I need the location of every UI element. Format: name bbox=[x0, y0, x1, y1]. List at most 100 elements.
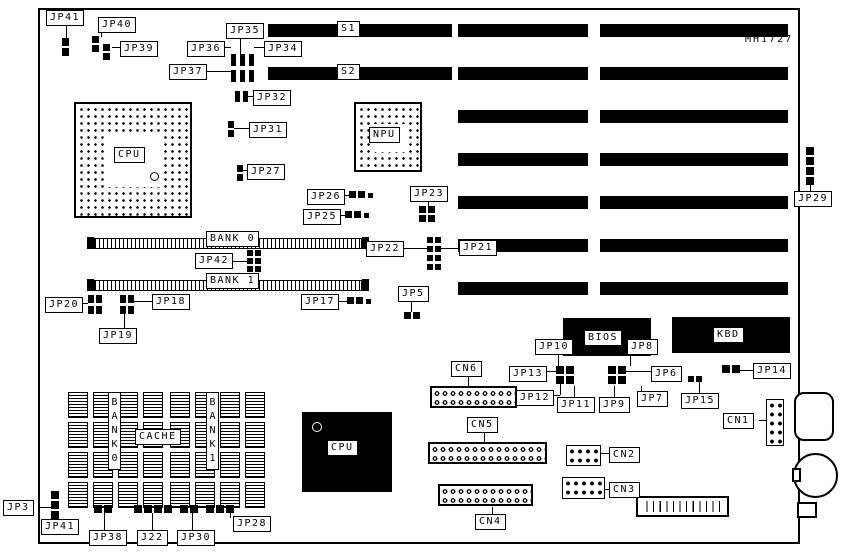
label-jp34: JP34 bbox=[264, 41, 303, 57]
label-jp18: JP18 bbox=[152, 294, 191, 310]
cache-chip bbox=[170, 392, 190, 418]
leader-line bbox=[641, 386, 642, 391]
jumper-pin-block bbox=[435, 264, 441, 270]
leader-line bbox=[38, 507, 51, 508]
cpu-pin1-marker-icon bbox=[150, 172, 159, 181]
jumper-pin-block bbox=[368, 193, 373, 198]
leader-line bbox=[740, 370, 753, 371]
label-jp31: JP31 bbox=[249, 122, 288, 138]
board-outline bbox=[38, 8, 800, 544]
label-jp39: JP39 bbox=[120, 41, 159, 57]
jumper-pin-block bbox=[231, 70, 236, 82]
jumper-pin-block bbox=[428, 215, 435, 222]
leader-line bbox=[101, 32, 102, 37]
leader-line bbox=[492, 507, 493, 514]
jumper-pin-block bbox=[120, 295, 126, 303]
label-jp41-top: JP41 bbox=[46, 10, 85, 26]
cache-chip bbox=[245, 422, 265, 448]
label-jp20: JP20 bbox=[45, 297, 84, 313]
jumper-pin-block bbox=[349, 191, 356, 198]
leader-line bbox=[254, 47, 264, 48]
jumper-pin-block bbox=[128, 306, 134, 314]
din-key-notch bbox=[792, 468, 801, 482]
label-jp15: JP15 bbox=[681, 393, 720, 409]
leader-line bbox=[124, 314, 125, 328]
label-cn6: CN6 bbox=[451, 361, 482, 377]
jumper-pin-block bbox=[249, 54, 254, 66]
cache-chip bbox=[245, 392, 265, 418]
jumper-pin-block bbox=[120, 306, 126, 314]
jumper-pin-block bbox=[354, 211, 361, 218]
jumper-pin-block bbox=[419, 206, 426, 213]
isa-slot-segment bbox=[458, 67, 588, 80]
leader-line bbox=[441, 248, 459, 249]
jumper-pin-block bbox=[62, 48, 69, 56]
jumper-pin-block bbox=[228, 130, 234, 137]
leader-line bbox=[558, 355, 559, 366]
jumper-pin-block bbox=[249, 70, 254, 82]
jumper-pin-block bbox=[226, 505, 234, 513]
label-cn1: CN1 bbox=[723, 413, 754, 429]
jumper-pin-block bbox=[688, 376, 694, 382]
leader-line bbox=[337, 301, 347, 302]
jumper-pin-block bbox=[94, 505, 102, 513]
jumper-pin-block bbox=[87, 237, 94, 249]
label-bank1-simm: BANK 1 bbox=[206, 273, 260, 289]
label-jp22: JP22 bbox=[366, 241, 405, 257]
label-jp29: JP29 bbox=[794, 191, 833, 207]
label-cpu-socket: CPU bbox=[114, 147, 145, 163]
label-jp9: JP9 bbox=[599, 397, 630, 413]
label-jp40: JP40 bbox=[98, 17, 137, 33]
leader-line bbox=[112, 47, 120, 48]
label-jp6: JP6 bbox=[651, 366, 682, 382]
isa-slot-segment bbox=[600, 196, 788, 209]
cpu-socket bbox=[74, 102, 192, 218]
label-cache-bank0: BANK0 bbox=[108, 392, 121, 470]
leader-line bbox=[104, 513, 105, 530]
leader-line bbox=[205, 71, 231, 72]
jumper-pin-block bbox=[362, 279, 369, 291]
isa-slot-segment bbox=[458, 110, 588, 123]
cache-chip bbox=[220, 392, 240, 418]
jumper-pin-block bbox=[427, 255, 433, 261]
cache-chip bbox=[68, 452, 88, 478]
jumper-pin-block bbox=[128, 295, 134, 303]
leader-line bbox=[630, 355, 631, 366]
label-jp10: JP10 bbox=[535, 339, 574, 355]
label-slot-s1: S1 bbox=[337, 21, 361, 37]
jumper-pin-block bbox=[247, 266, 253, 272]
jumper-pin-block bbox=[92, 45, 99, 52]
leader-line bbox=[230, 513, 231, 518]
leader-line bbox=[428, 202, 429, 206]
cache-chip bbox=[143, 392, 163, 418]
label-npu-socket: NPU bbox=[369, 127, 400, 143]
jumper-pin-block bbox=[62, 38, 69, 46]
jumper-pin-block bbox=[806, 167, 814, 175]
leader-line bbox=[468, 377, 469, 386]
jumper-pin-block bbox=[428, 206, 435, 213]
cache-chip bbox=[118, 452, 138, 478]
jumper-pin-block bbox=[427, 246, 433, 252]
jumper-pin-block bbox=[255, 250, 261, 256]
jumper-pin-block bbox=[556, 376, 564, 384]
speaker-outline bbox=[794, 392, 834, 441]
jumper-pin-block bbox=[435, 246, 441, 252]
label-jp7: JP7 bbox=[637, 391, 668, 407]
jumper-pin-block bbox=[154, 505, 162, 513]
cache-chip bbox=[220, 482, 240, 508]
label-kbd-chip: KBD bbox=[713, 327, 744, 343]
jumper-pin-block bbox=[419, 215, 426, 222]
isa-slot-segment bbox=[600, 67, 788, 80]
label-jp37: JP37 bbox=[169, 64, 208, 80]
leader-line bbox=[560, 384, 561, 395]
leader-line bbox=[626, 371, 651, 372]
leader-line bbox=[699, 382, 700, 393]
leader-line bbox=[759, 420, 766, 421]
jumper-pin-block bbox=[255, 266, 261, 272]
leader-line bbox=[66, 26, 67, 38]
jumper-pin-block bbox=[722, 365, 730, 373]
cn6-header bbox=[430, 386, 517, 408]
jumper-pin-block bbox=[240, 54, 245, 66]
label-bank0-simm: BANK 0 bbox=[206, 231, 260, 247]
cn4-header bbox=[438, 484, 533, 506]
